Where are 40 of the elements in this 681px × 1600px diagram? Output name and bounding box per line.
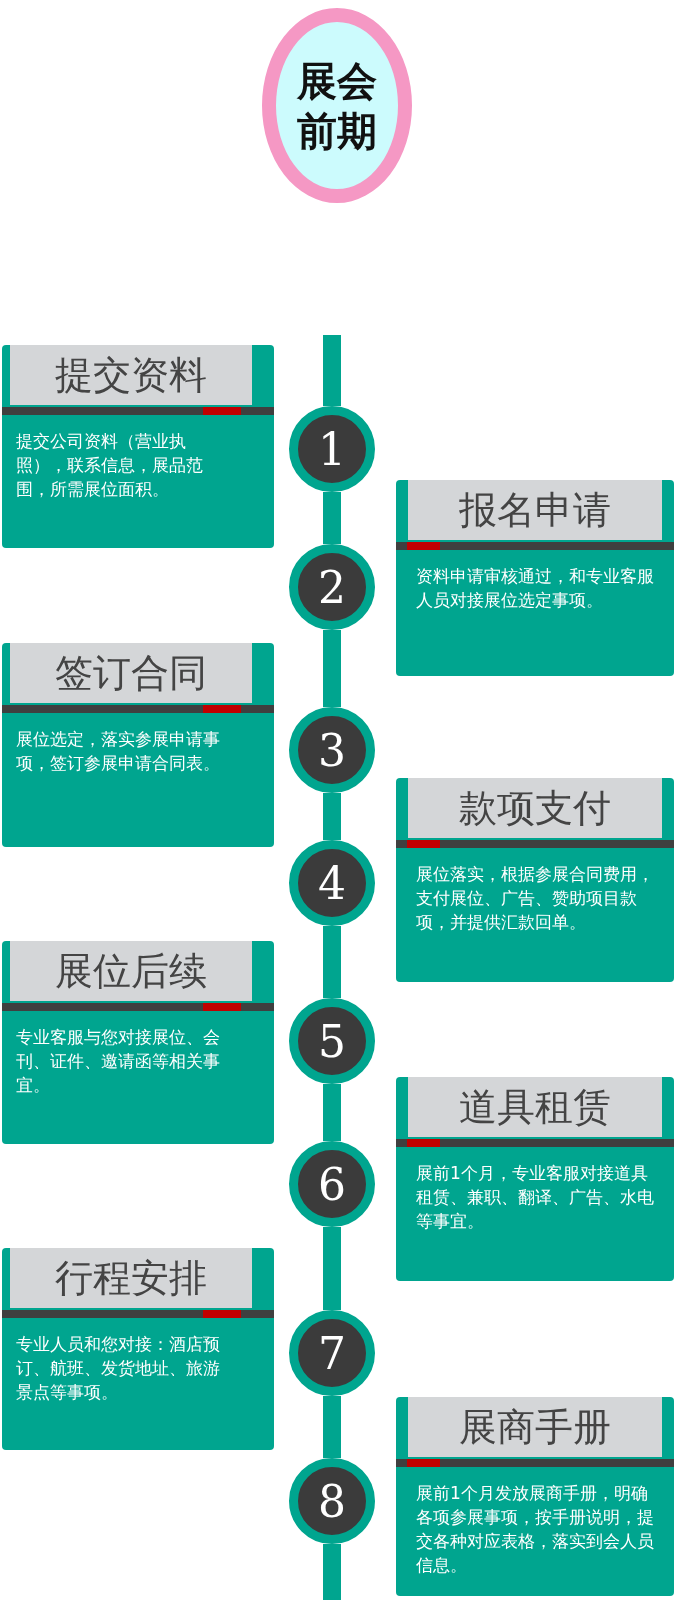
- step-number: 3: [318, 724, 346, 776]
- step-title: 提交资料: [10, 345, 252, 405]
- step-title: 展位后续: [10, 941, 252, 1001]
- step-title: 展商手册: [408, 1397, 662, 1457]
- connector-line: [323, 1227, 341, 1310]
- step-number: 1: [318, 423, 346, 475]
- step-number: 8: [318, 1475, 346, 1527]
- step-card: [396, 1077, 674, 1281]
- step-number: 5: [318, 1015, 346, 1067]
- step-title: 报名申请: [408, 480, 662, 540]
- step-number: 6: [318, 1158, 346, 1210]
- connector-line: [323, 1084, 341, 1141]
- step-title: 道具租赁: [408, 1077, 662, 1137]
- step-title: 行程安排: [10, 1248, 252, 1308]
- connector-line: [323, 1396, 341, 1458]
- step-card: [2, 345, 274, 548]
- step-card: [396, 778, 674, 982]
- step-number: 2: [318, 561, 346, 613]
- step-card: [396, 480, 674, 676]
- step-card: [396, 1397, 674, 1596]
- step-card: [2, 643, 274, 847]
- connector-line: [323, 793, 341, 840]
- step-description: 展位选定，落实参展申请事项，签订参展申请合同表。: [16, 728, 221, 775]
- step-number: 7: [318, 1327, 346, 1379]
- step-title: 款项支付: [408, 778, 662, 838]
- step-description: 展前1个月发放展商手册，明确各项参展事项，按手册说明，提交各种对应表格，落实到会人员信息。: [416, 1482, 655, 1577]
- step-description: 专业客服与您对接展位、会刊、证件、邀请函等相关事宜。: [16, 1026, 221, 1097]
- step-description: 展前1个月，专业客服对接道具租赁、兼职、翻译、广告、水电等事宜。: [416, 1162, 655, 1233]
- title-text: 展会前期: [296, 56, 378, 156]
- step-card: [2, 1248, 274, 1450]
- connector-line: [323, 926, 341, 998]
- step-number: 4: [318, 857, 346, 909]
- connector-line: [323, 492, 341, 544]
- step-description: 专业人员和您对接：酒店预订、航班、发货地址、旅游景点等事项。: [16, 1333, 221, 1404]
- connector-line: [323, 630, 341, 707]
- step-card: [2, 941, 274, 1144]
- step-description: 提交公司资料（营业执照），联系信息，展品范围，所需展位面积。: [16, 430, 204, 501]
- step-title: 签订合同: [10, 643, 252, 703]
- step-description: 展位落实，根据参展合同费用，支付展位、广告、赞助项目款项，并提供汇款回单。: [416, 863, 655, 934]
- step-description: 资料申请审核通过，和专业客服人员对接展位选定事项。: [416, 565, 655, 612]
